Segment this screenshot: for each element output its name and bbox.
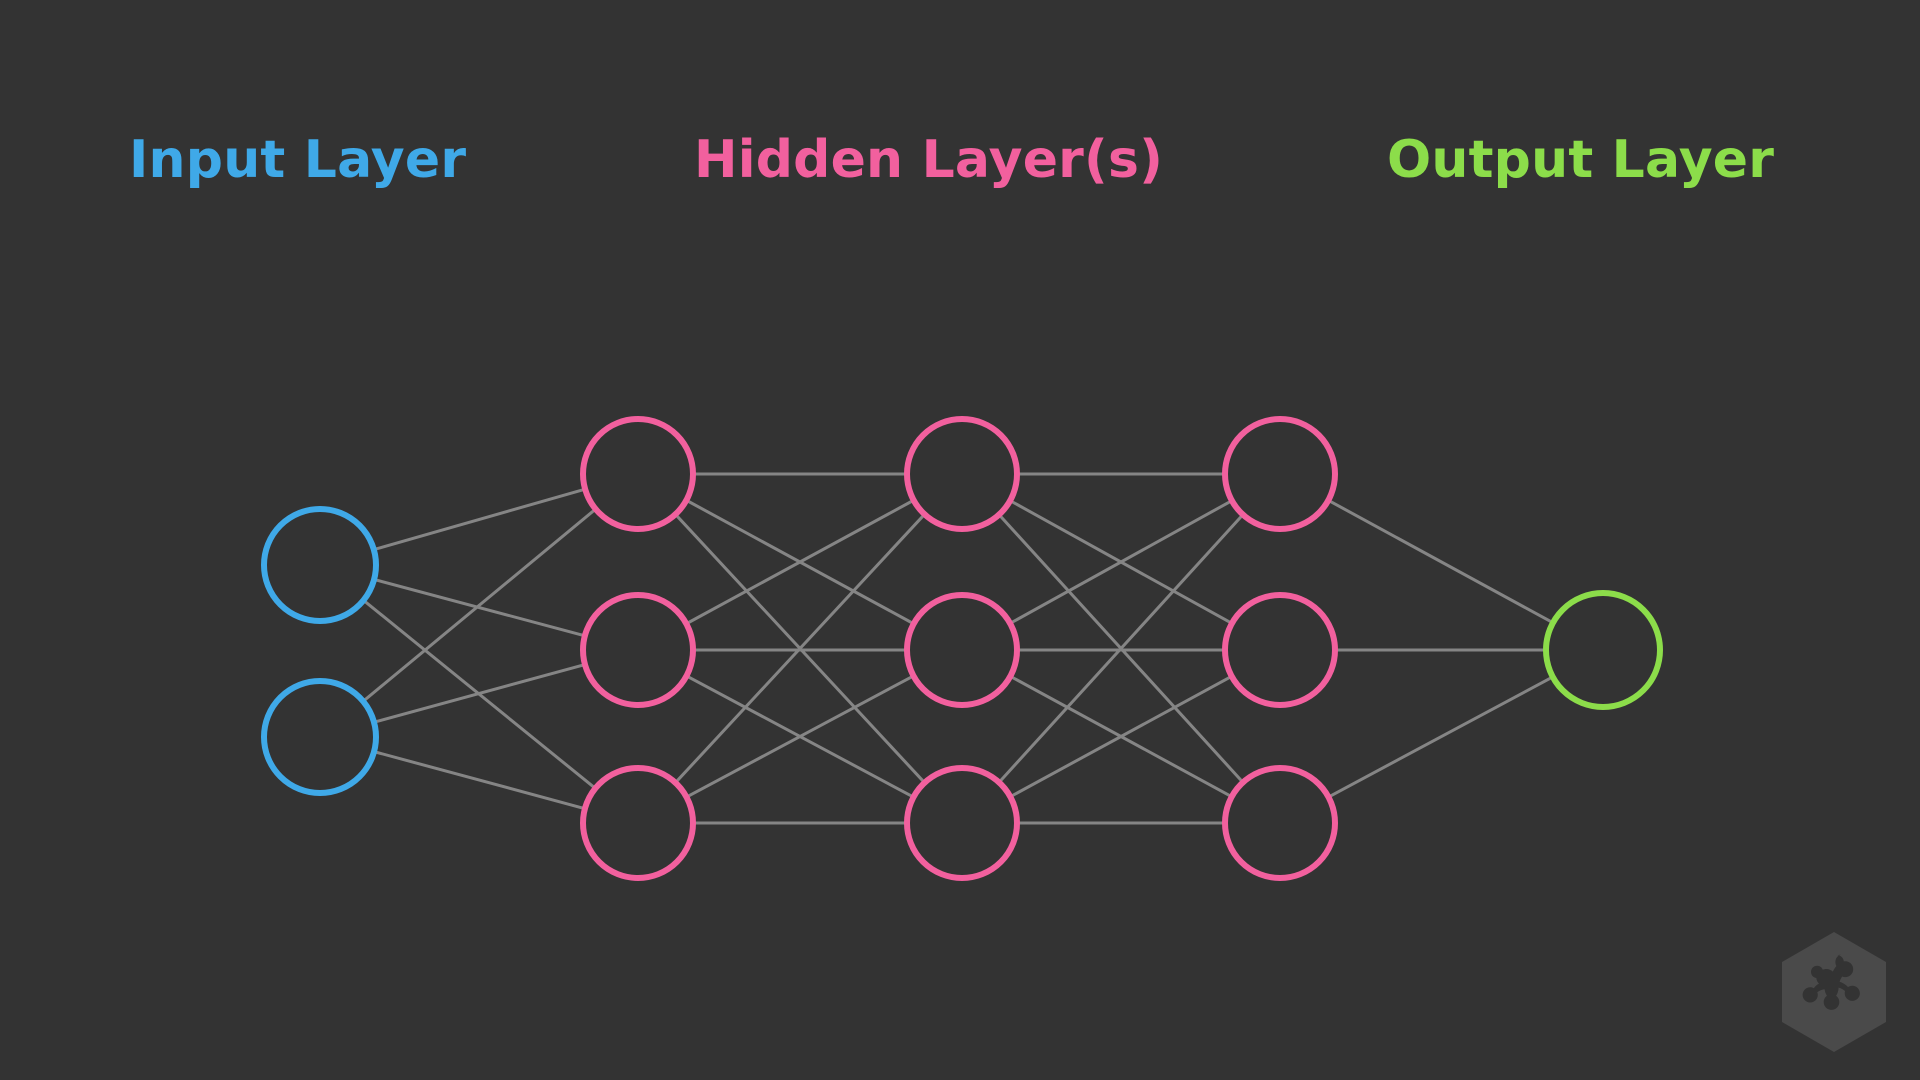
edge-input-1-to-hidden-1-1: [372, 663, 587, 724]
node-hidden-2-3: [904, 765, 1020, 881]
node-hidden-1-1: [580, 416, 696, 532]
edge-hidden-3-0-to-output-0: [1326, 498, 1555, 625]
treehouse-logo-watermark: [1782, 932, 1886, 1052]
node-hidden-1-3: [580, 765, 696, 881]
layer-label-output: Output Layer: [1387, 130, 1775, 190]
node-hidden-3-2: [1222, 592, 1338, 708]
node-hidden-3-1: [1222, 416, 1338, 532]
edge-hidden-1-2-to-hidden-2-0: [673, 512, 927, 785]
node-input-2: [261, 678, 379, 796]
nodes-group: [261, 416, 1663, 881]
edge-input-1-to-hidden-1-0: [361, 507, 598, 703]
node-hidden-1-2: [580, 592, 696, 708]
edge-hidden-2-2-to-hidden-3-1: [1008, 674, 1234, 799]
edge-hidden-2-2-to-hidden-3-0: [997, 513, 1245, 784]
layer-label-input: Input Layer: [129, 130, 467, 190]
edge-hidden-3-2-to-output-0: [1326, 675, 1555, 799]
node-hidden-3-3: [1222, 765, 1338, 881]
edges-group: [361, 472, 1555, 825]
edge-input-1-to-hidden-1-2: [372, 750, 587, 811]
edge-hidden-1-1-to-hidden-2-0: [684, 498, 916, 626]
tree-mark-icon: [1802, 954, 1860, 1010]
node-hidden-2-2: [904, 592, 1020, 708]
edge-input-0-to-hidden-1-0: [372, 487, 587, 552]
edge-hidden-2-1-to-hidden-3-0: [1008, 499, 1234, 625]
node-hidden-2-1: [904, 416, 1020, 532]
node-input-1: [261, 506, 379, 624]
edge-hidden-1-2-to-hidden-2-1: [685, 674, 915, 799]
edge-input-0-to-hidden-1-1: [372, 577, 587, 638]
layer-label-hidden: Hidden Layer(s): [694, 130, 1164, 190]
node-output-1: [1543, 590, 1663, 710]
